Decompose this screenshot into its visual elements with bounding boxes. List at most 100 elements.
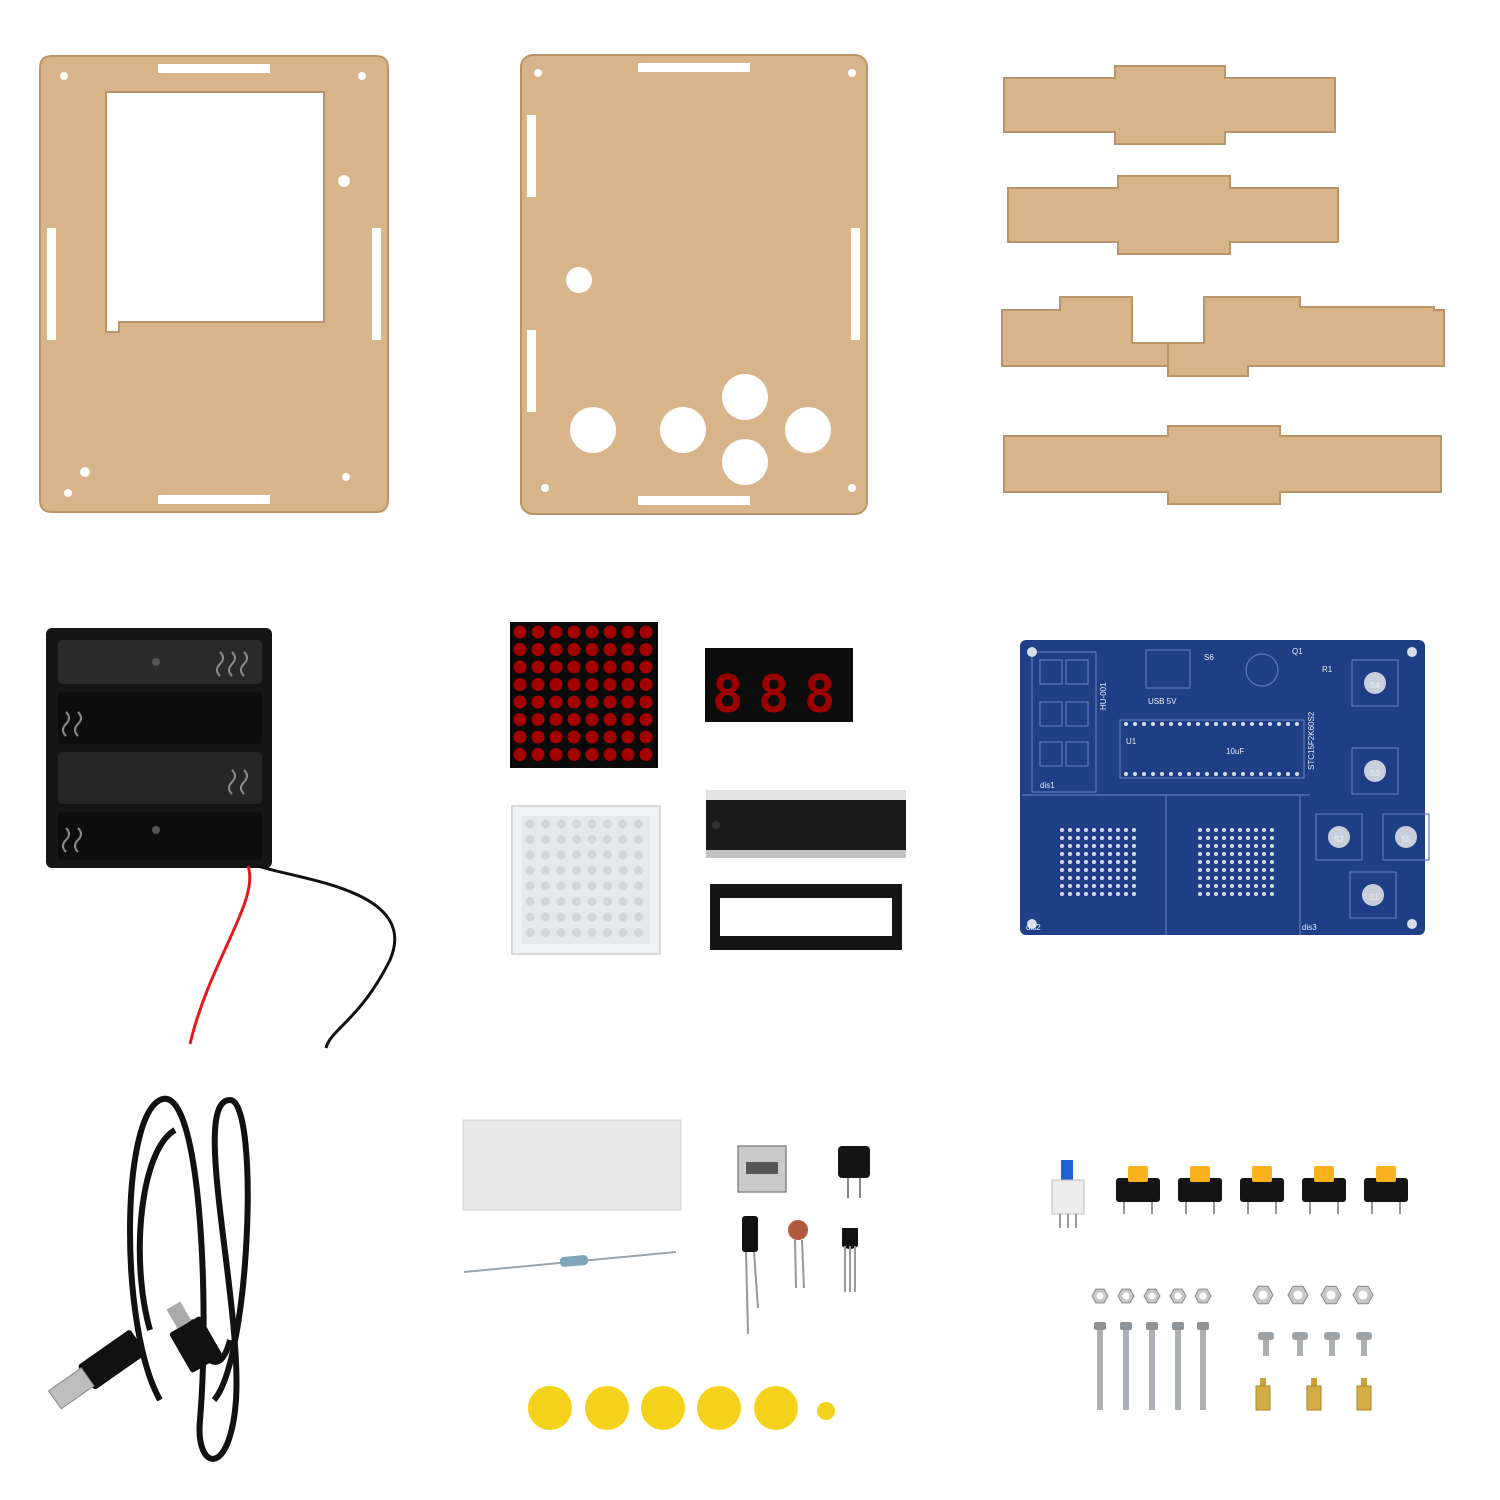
pcb-dis2: dis2	[1026, 923, 1041, 932]
pcb-hole	[1178, 772, 1182, 776]
matrix-dot	[585, 625, 599, 639]
pcb-hole	[1060, 892, 1064, 896]
pcb-hole	[1100, 844, 1104, 848]
clear-matrix-dot	[556, 881, 566, 891]
clear-matrix-dot	[572, 881, 581, 891]
matrix-dot	[585, 695, 599, 709]
clear-matrix-dot	[603, 912, 612, 922]
matrix-dot	[639, 678, 653, 691]
clear-matrix-dot	[541, 928, 550, 937]
pcb-hole	[1092, 852, 1096, 856]
pcb-hole	[1108, 884, 1112, 888]
pcb-hole	[1132, 884, 1136, 888]
acrylic-front-panel	[39, 55, 389, 513]
pcb-hole	[1092, 836, 1096, 840]
clear-matrix-dot	[556, 819, 566, 829]
pcb-hole	[1108, 852, 1112, 856]
nut-hole	[1174, 1292, 1182, 1300]
matrix-dot	[585, 660, 599, 674]
pcb-hole	[1060, 868, 1064, 872]
pcb-hole	[1100, 884, 1104, 888]
pcb-hole	[1116, 860, 1120, 864]
tactile-switch-cap	[1252, 1166, 1272, 1182]
clear-matrix-dots	[525, 819, 643, 937]
pcb-hole	[1160, 772, 1164, 776]
pcb-hole	[1206, 860, 1210, 864]
pcb-hole	[1214, 884, 1218, 888]
matrix-dot	[549, 625, 563, 639]
pcb-hole	[1230, 836, 1234, 840]
pcb-s4: S4	[1370, 681, 1380, 690]
screws	[1094, 1322, 1372, 1410]
clear-matrix-dot	[572, 866, 581, 875]
pcb-hole	[1254, 860, 1258, 864]
clear-matrix-dot	[603, 819, 612, 829]
segment-digit-3: 8	[804, 665, 835, 725]
clear-matrix-dot	[618, 912, 628, 922]
matrix-dot	[531, 625, 545, 639]
matrix-dot	[513, 625, 527, 639]
pcb-hole	[1214, 722, 1218, 726]
pcb-hole	[1100, 868, 1104, 872]
clear-matrix-dot	[587, 897, 597, 906]
tactile-switch-body	[1302, 1178, 1346, 1202]
pcb-hole	[1092, 876, 1096, 880]
clear-matrix-dot	[634, 928, 643, 937]
pcb-hole	[1241, 722, 1245, 726]
screw-head	[1146, 1322, 1158, 1330]
pcb-hole	[1076, 868, 1080, 872]
pcb-hole	[1116, 876, 1120, 880]
ic-socket	[710, 884, 902, 950]
matrix-dot	[639, 643, 653, 656]
segment-digit-1: 8	[712, 665, 743, 725]
pcb-hole	[1223, 772, 1227, 776]
pcb-hole	[1196, 722, 1200, 726]
screw-shaft	[1263, 1340, 1269, 1356]
pcb-hole	[1268, 722, 1272, 726]
pcb-hole	[1142, 722, 1146, 726]
matrix-dot	[513, 713, 527, 726]
pcb-hole	[1222, 884, 1226, 888]
pcb-hole	[1116, 844, 1120, 848]
screw-shaft	[1200, 1328, 1206, 1410]
pcb-hole	[1238, 884, 1242, 888]
pcb-hole	[1142, 772, 1146, 776]
ceramic-capacitor	[788, 1220, 808, 1289]
nut-hole	[1199, 1292, 1207, 1300]
pcb-hole	[1100, 828, 1104, 832]
tactile-switch-cap	[1314, 1166, 1334, 1182]
matrix-dot	[549, 730, 563, 744]
pcb-hole	[1187, 722, 1191, 726]
pcb-hole	[1230, 828, 1234, 832]
pcb-hole	[1254, 836, 1258, 840]
clear-matrix-dot	[525, 928, 535, 937]
pcb-hole	[1060, 828, 1064, 832]
clear-matrix-dot	[556, 928, 566, 937]
matrix-dot	[639, 713, 653, 726]
pcb-hole	[1076, 828, 1080, 832]
pcb-hole	[1108, 868, 1112, 872]
pcb-hole	[1060, 860, 1064, 864]
pcb-hole	[1100, 860, 1104, 864]
pcb-hole	[1268, 772, 1272, 776]
pcb-q1: Q1	[1292, 647, 1303, 656]
matrix-dot	[567, 730, 581, 744]
clear-matrix-dot	[587, 835, 597, 844]
pcb-hole	[1060, 876, 1064, 880]
matrix-dot	[567, 660, 581, 674]
clear-matrix-dot	[541, 850, 550, 860]
pcb-hole	[1205, 772, 1209, 776]
pcb-hole	[1100, 892, 1104, 896]
pcb-hole	[1092, 868, 1096, 872]
segment-digit-2: 8	[758, 665, 789, 725]
pcb-hole	[1084, 844, 1088, 848]
clear-matrix-dot	[556, 912, 566, 922]
pcb-hole	[1198, 892, 1202, 896]
pcb-hole	[1238, 828, 1242, 832]
pcb-hole	[1206, 892, 1210, 896]
pcb-hole	[1132, 852, 1136, 856]
pcb-hole	[1230, 876, 1234, 880]
pcb-mcu-label: STC15F2K60S2	[1307, 711, 1316, 770]
pcb-hole	[1259, 722, 1263, 726]
clear-matrix-dot	[541, 835, 550, 844]
